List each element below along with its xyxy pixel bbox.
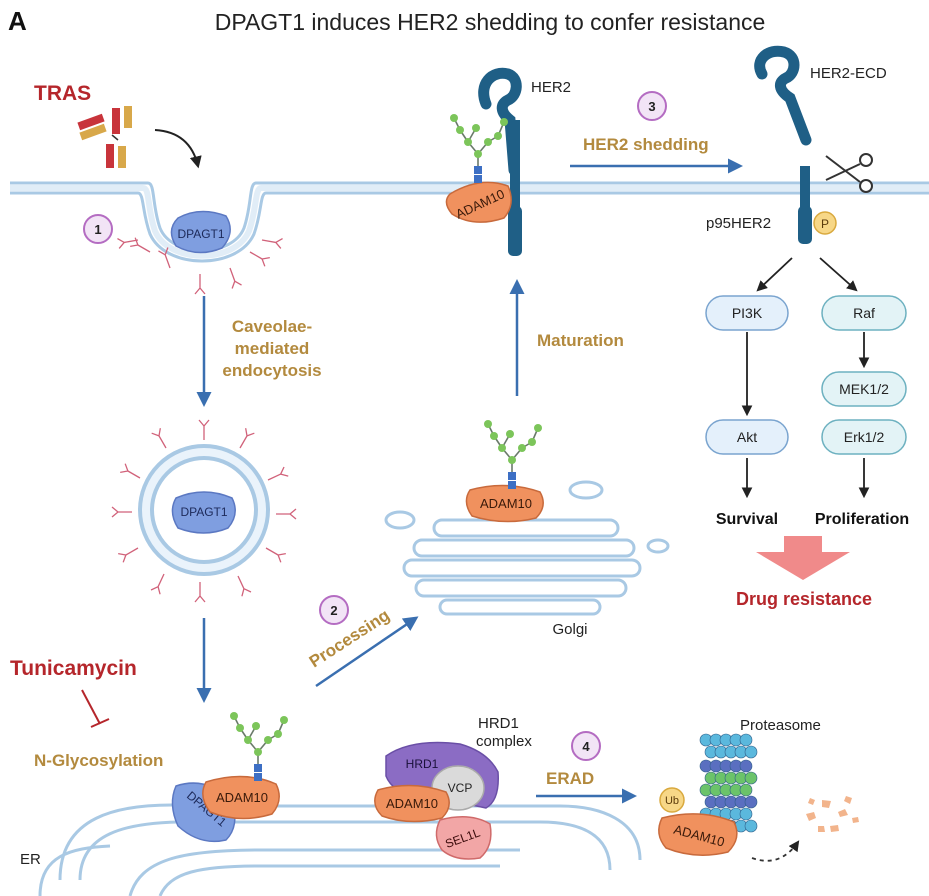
er-membrane [38,803,642,896]
proteasome-subunit [739,783,753,797]
peptide-fragments [806,796,859,832]
mek-label: MEK1/2 [839,381,889,397]
her2-shedding-label: HER2 shedding [583,135,709,154]
tunicamycin-label: Tunicamycin [10,657,137,680]
step-1-marker: 1 [83,214,113,244]
proteasome-subunit [739,733,753,747]
akt-node [705,419,789,455]
erad-label: ERAD [546,769,594,788]
proteasome-subunit [744,771,758,785]
dpagt1-caveola-label: DPAGT1 [177,227,224,241]
p95her2-label: p95HER2 [706,215,771,232]
dpagt1-vesicle-label: DPAGT1 [180,505,227,519]
proteasome-subunit [744,819,758,833]
ubiquitin-badge [659,787,685,813]
dpagt1-vesicle [171,491,236,534]
sel1l-protein [435,816,492,860]
her2-label: HER2 [531,79,571,96]
trastuzumab-antibody [77,106,132,168]
erk-label: Erk1/2 [844,429,885,445]
akt-label: Akt [737,429,757,445]
phospho-badge [813,211,837,235]
adam10-golgi-label: ADAM10 [480,496,532,511]
figure-title: DPAGT1 induces HER2 shedding to confer r… [215,9,766,35]
her2-ecd-label: HER2-ECD [810,65,887,82]
glycan-er [229,711,289,782]
proteasome-label: Proteasome [740,717,821,734]
tras-binding-arrow [154,129,202,169]
golgi-label: Golgi [552,621,587,638]
svg-text:2: 2 [330,603,337,618]
n-glycosylation-label: N-Glycosylation [34,751,163,770]
her2-ecd-fragment [754,45,812,146]
caveolae-label-2: mediated [235,339,310,358]
vcp-label: VCP [448,781,473,795]
hrd1-label: HRD1 [406,757,439,771]
step-4-marker: 4 [571,731,601,761]
tras-label: TRAS [34,82,91,105]
adam10-hrd1-label: ADAM10 [386,796,438,811]
scissors-icon [825,153,873,193]
pi3k-label: PI3K [732,305,763,321]
adam10-golgi [465,484,544,523]
proteasome-subunit [744,745,758,759]
er-label: ER [20,851,41,868]
p95her2-intracellular [798,206,812,244]
raf-node [821,295,907,331]
proteasome-subunit [744,795,758,809]
maturation-label: Maturation [537,331,624,350]
proteasome-subunit [739,807,753,821]
step-3-marker: 3 [637,91,667,121]
hrd1-complex-label-2: complex [476,733,532,750]
degradation-arrow [751,840,800,862]
pi3k-node [705,295,789,331]
adam10-hrd1 [374,784,450,823]
step-2-marker: 2 [319,595,349,625]
processing-arrow [315,616,419,688]
arrow-to-raf [819,257,858,292]
mek-node [821,371,907,407]
processing-label: Processing [306,606,393,672]
proteasome-subunit [739,759,753,773]
raf-label: Raf [853,305,875,321]
caveolae-label-3: endocytosis [222,361,321,380]
glycan-membrane [449,113,509,184]
resistance-arrow [756,536,850,580]
drug-resistance-label: Drug resistance [736,589,872,609]
proliferation-label: Proliferation [815,511,909,528]
tunicamycin-inhibition-line [81,689,101,725]
caveolae-label-1: Caveolae- [232,317,312,336]
survival-label: Survival [716,511,778,528]
ubiquitin-label: Ub [665,795,679,807]
tunicamycin-inhibition-bar [90,718,110,728]
golgi-apparatus [384,480,670,616]
adam10-proteasome [658,813,738,856]
svg-text:4: 4 [582,739,590,754]
svg-text:1: 1 [94,222,101,237]
her2-receptor [478,67,522,256]
phospho-label: P [821,217,829,231]
arrow-to-pi3k [756,257,793,292]
hrd1-complex-label-1: HRD1 [478,715,519,732]
svg-text:3: 3 [648,99,655,114]
adam10-membrane [445,181,512,223]
erk-node [821,419,907,455]
glycan-golgi [483,419,543,490]
dpagt1-caveola [170,210,231,254]
panel-label: A [8,6,27,36]
p95her2-fragment [800,166,810,216]
adam10-er-label: ADAM10 [216,790,268,805]
